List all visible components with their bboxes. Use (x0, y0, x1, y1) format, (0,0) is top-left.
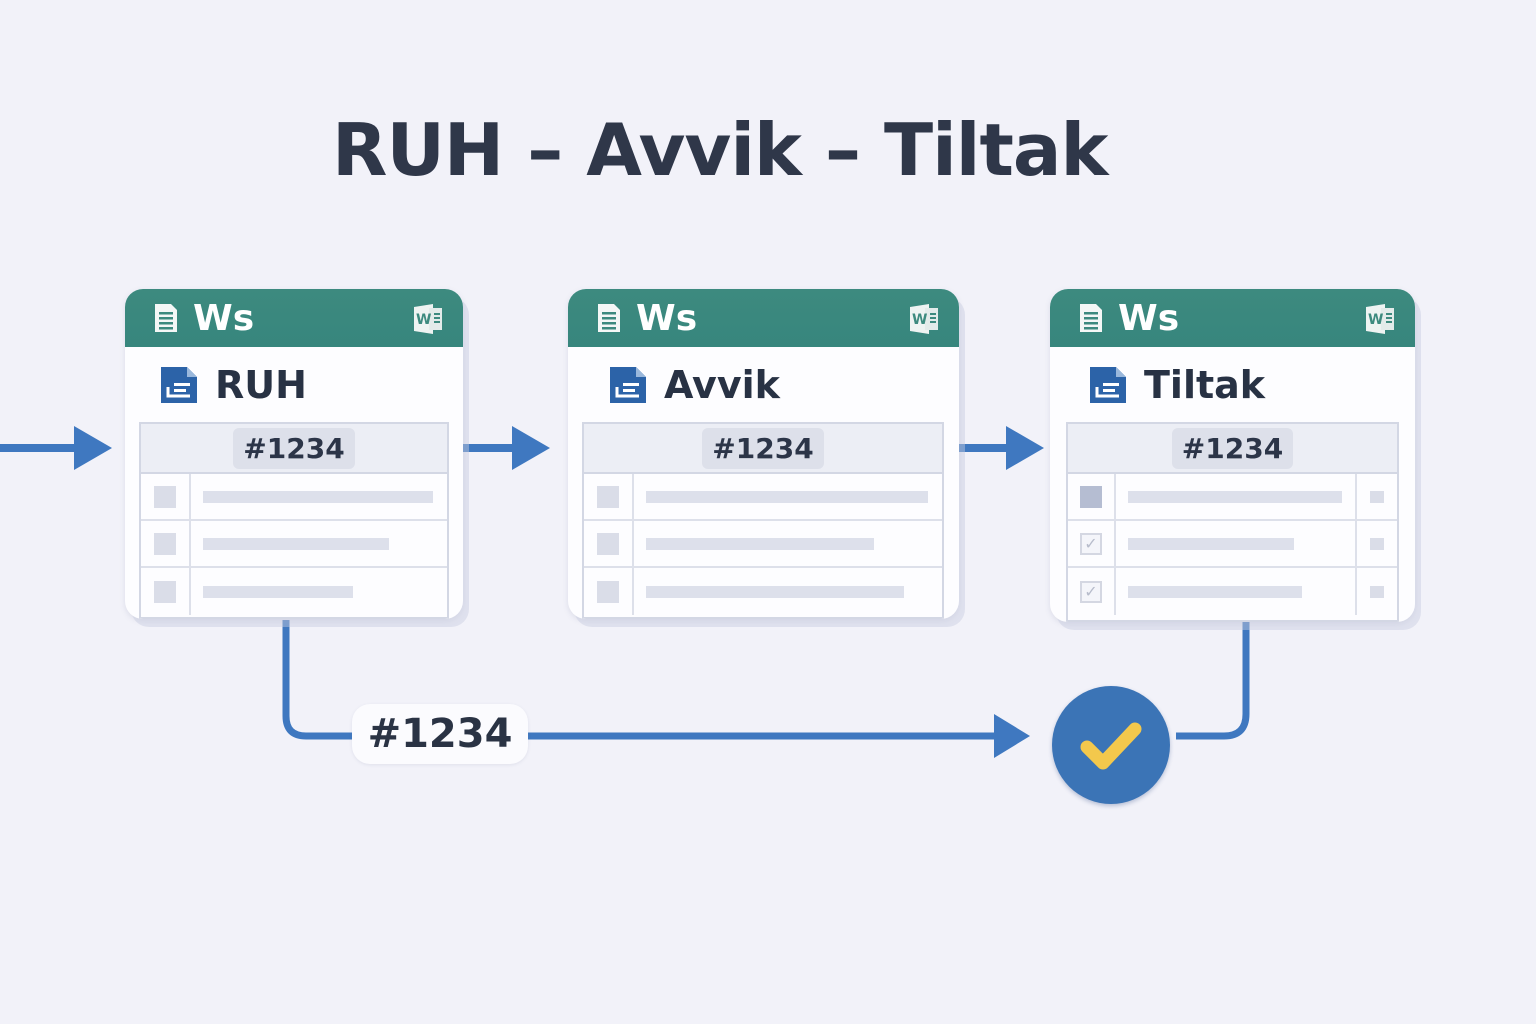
header-label: Ws (1118, 297, 1180, 339)
row-status-marker (1370, 585, 1384, 598)
table-row[interactable] (1068, 474, 1397, 521)
svg-text:W: W (912, 312, 927, 328)
checkbox-checked-icon[interactable]: ✓ (1080, 580, 1102, 603)
table-row[interactable]: ✓ (1068, 568, 1397, 615)
row-text-placeholder (203, 537, 389, 550)
record-table: #1234 ✓ ✓ (1066, 422, 1399, 622)
blue-document-icon (1090, 367, 1126, 403)
card-title-row: Avvik (568, 347, 959, 423)
header-label: Ws (193, 297, 255, 339)
table-header: #1234 (584, 424, 942, 474)
incoming-arrow-head (74, 426, 112, 470)
document-lines-icon (1080, 304, 1102, 332)
checkbox-checked-icon[interactable]: ✓ (1080, 532, 1102, 555)
record-id: #1234 (1171, 427, 1294, 469)
blue-document-icon (610, 367, 646, 403)
card-tiltak[interactable]: Ws W Tiltak #1234 ✓ (1050, 289, 1415, 622)
checkbox[interactable] (597, 485, 619, 508)
table-row[interactable] (584, 568, 942, 615)
record-id: #1234 (702, 427, 824, 469)
card-title: RUH (215, 363, 307, 407)
table-row[interactable] (141, 474, 447, 521)
arrow-avvik-tiltak-line (958, 444, 1012, 452)
blue-document-icon (161, 367, 197, 403)
tiltak-down-line (1176, 622, 1250, 740)
checkbox[interactable] (154, 532, 176, 555)
incoming-arrow-line (0, 444, 80, 452)
svg-text:W: W (1368, 312, 1383, 328)
row-text-placeholder (203, 490, 433, 503)
check-circle-icon (1052, 686, 1170, 804)
header-label: Ws (636, 297, 698, 339)
row-text-placeholder (646, 490, 928, 503)
table-row[interactable] (141, 568, 447, 615)
checkbox-filled[interactable] (1080, 485, 1102, 508)
arrow-ruh-avvik-head (512, 426, 550, 470)
word-icon[interactable]: W (907, 302, 941, 336)
flow-id-label: #1234 (352, 704, 528, 764)
row-text-placeholder (646, 585, 904, 598)
document-lines-icon (155, 304, 177, 332)
card-title-row: RUH (125, 347, 463, 423)
checkbox[interactable] (597, 532, 619, 555)
word-icon[interactable]: W (411, 302, 445, 336)
table-header: #1234 (141, 424, 447, 474)
checkbox[interactable] (154, 580, 176, 603)
table-row[interactable]: ✓ (1068, 521, 1397, 568)
card-avvik[interactable]: Ws W Avvik #1234 (568, 289, 959, 619)
table-row[interactable] (584, 521, 942, 568)
checkmark-icon (1080, 722, 1142, 770)
record-id: #1234 (233, 427, 355, 469)
row-text-placeholder (203, 585, 353, 598)
bottom-arrow-head (994, 714, 1030, 758)
card-title: Tiltak (1144, 363, 1266, 407)
card-header: Ws W (1050, 289, 1415, 347)
card-title-row: Tiltak (1050, 347, 1415, 423)
table-header: #1234 (1068, 424, 1397, 474)
word-icon[interactable]: W (1363, 302, 1397, 336)
row-text-placeholder (1128, 537, 1294, 550)
row-text-placeholder (1128, 490, 1342, 503)
arrow-avvik-tiltak-head (1006, 426, 1044, 470)
card-header: Ws W (125, 289, 463, 347)
table-row[interactable] (584, 474, 942, 521)
svg-text:W: W (416, 312, 431, 328)
card-ruh[interactable]: Ws W RUH #1234 (125, 289, 463, 619)
row-text-placeholder (1128, 585, 1302, 598)
table-row[interactable] (141, 521, 447, 568)
record-table: #1234 (582, 422, 944, 619)
card-title: Avvik (664, 363, 780, 407)
checkbox[interactable] (597, 580, 619, 603)
record-table: #1234 (139, 422, 449, 619)
row-status-marker (1370, 537, 1384, 550)
diagram-title: RUH – Avvik – Tiltak (332, 108, 1108, 192)
row-text-placeholder (646, 537, 874, 550)
arrow-ruh-avvik-line (462, 444, 518, 452)
ruh-down-line (282, 620, 354, 740)
row-status-marker (1370, 490, 1384, 503)
document-lines-icon (598, 304, 620, 332)
checkbox[interactable] (154, 485, 176, 508)
card-header: Ws W (568, 289, 959, 347)
